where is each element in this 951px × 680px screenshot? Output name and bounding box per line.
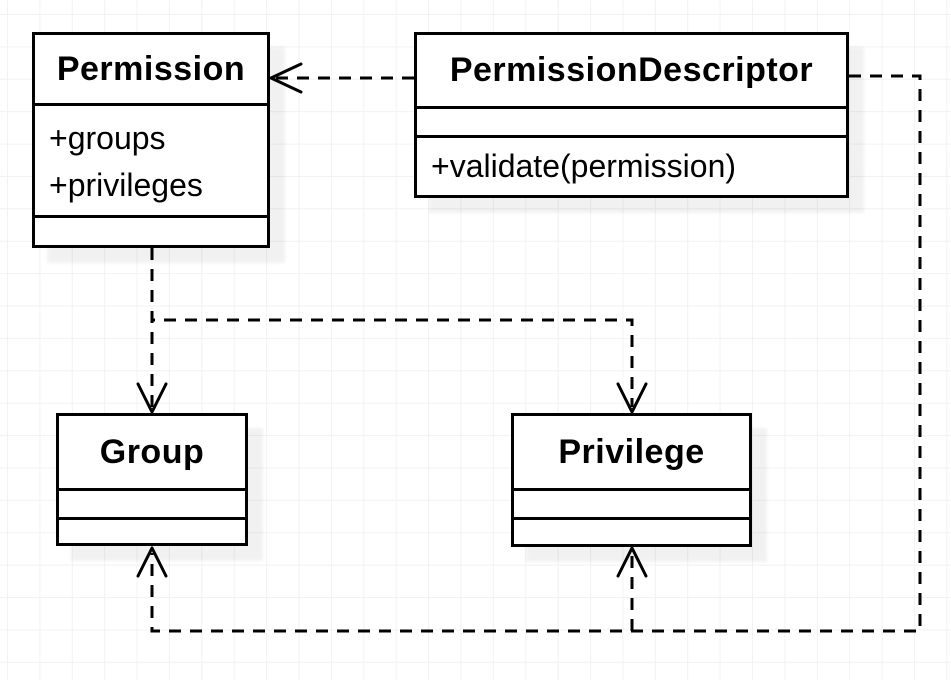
open-arrowhead-down-icon <box>616 382 648 414</box>
attribute-item: +groups <box>49 120 166 156</box>
class-box-permission[interactable]: Permission +groups +privileges <box>32 32 270 248</box>
open-arrowhead-up-icon <box>136 546 168 578</box>
attributes-section: +groups +privileges <box>35 103 267 215</box>
methods-section-empty <box>35 215 267 245</box>
attributes-section-empty <box>514 488 749 517</box>
attribute-item: +privileges <box>49 167 203 203</box>
open-arrowhead-up-icon <box>616 546 648 578</box>
class-box-group[interactable]: Group <box>56 413 248 546</box>
edge-permission-to-privilege[interactable] <box>150 248 634 407</box>
methods-section-empty <box>514 517 749 544</box>
class-title: Permission <box>56 49 246 88</box>
class-title: Group <box>99 432 205 471</box>
class-box-permissiondescriptor[interactable]: PermissionDescriptor +validate(permissio… <box>414 32 849 198</box>
methods-section: +validate(permission) <box>417 135 846 195</box>
open-arrowhead-down-icon <box>136 382 168 414</box>
open-arrowhead-left-icon <box>269 62 303 94</box>
methods-section-empty <box>59 517 245 543</box>
class-title: Privilege <box>558 432 705 471</box>
edge-permissiondescriptor-to-group[interactable] <box>150 74 922 633</box>
class-box-privilege[interactable]: Privilege <box>511 413 752 547</box>
attributes-section-empty <box>417 106 846 135</box>
method-item: +validate(permission) <box>431 148 737 184</box>
class-title: PermissionDescriptor <box>449 51 814 89</box>
attributes-section-empty <box>59 488 245 517</box>
